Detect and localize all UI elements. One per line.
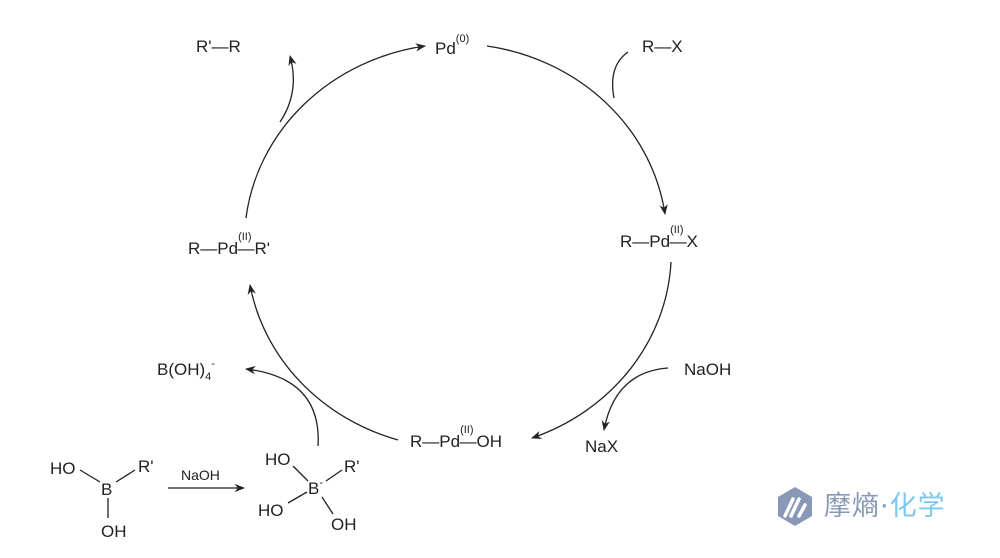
naoh-label: NaOH <box>684 360 731 379</box>
oh-label: OH <box>331 515 357 534</box>
b-label: B <box>101 480 112 499</box>
ho-label-1: HO <box>265 450 291 469</box>
product-arrow <box>279 54 297 123</box>
arc-oxidative-addition <box>486 45 668 216</box>
r-prime-label: R' <box>138 457 154 476</box>
rx-label: R—X <box>642 37 683 56</box>
r-prime-label: R' <box>344 457 360 476</box>
r-pd-oh-label: R—Pd(II)—OH <box>410 424 502 451</box>
naoh-reagent-label: NaOH <box>181 467 220 483</box>
boronate-structure: HO B- R' HO OH <box>258 450 360 534</box>
boronate-out-arrow <box>244 365 319 447</box>
r-pd-r-label: R—Pd(II)—R' <box>188 231 270 258</box>
r-pd-x-label: R—Pd(II)—X <box>620 224 698 251</box>
boronic-acid-structure: HO B R' OH <box>50 457 154 541</box>
pd0-label: Pd(0) <box>435 33 469 58</box>
arc-transmetalation <box>247 283 399 441</box>
ho-label: HO <box>50 459 76 478</box>
nax-label: NaX <box>585 437 618 456</box>
logo-dot: · <box>880 491 890 522</box>
borate-label: B(OH)4- <box>157 358 215 383</box>
logo-icon <box>778 487 812 526</box>
oh-label: OH <box>101 522 127 541</box>
product-label: R'—R <box>196 37 241 56</box>
logo-wordmark: 摩熵·化学 <box>824 484 946 523</box>
ho-label-2: HO <box>258 501 284 520</box>
naoh-nax-arrow <box>601 367 669 432</box>
logo-part1: 摩熵 <box>824 491 880 522</box>
b-label: B- <box>308 477 323 498</box>
arc-reductive-elimination <box>245 43 427 219</box>
logo-part2: 化学 <box>889 491 946 522</box>
arc-ligand-exchange <box>531 261 672 439</box>
rx-entry-curve <box>611 51 629 99</box>
